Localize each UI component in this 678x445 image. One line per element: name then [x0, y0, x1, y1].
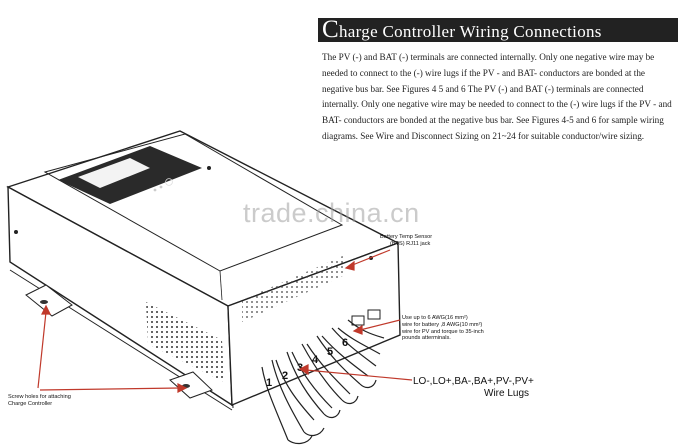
wire-note-line: pounds atterminals.: [402, 335, 451, 342]
wire-lugs-list: LO-,LO+,BA-,BA+,PV-,PV+: [413, 376, 534, 387]
heading-bar: [318, 18, 678, 42]
wire-note-line: wire for battery ,8 AWG(10 mm²): [402, 321, 483, 328]
mounting-bracket-right: [169, 371, 213, 399]
body-paragraph: The PV (-) and BAT (-) terminals are con…: [322, 52, 672, 141]
watermark: trade.china.cn: [243, 198, 420, 228]
wire-size-note: Use up to 6 AWG(16 mm²) wire for battery…: [402, 315, 484, 342]
screw-holes-note: Screw holes for attaching Charge Control…: [8, 394, 71, 408]
terminal-number-labels: 1 2 3 4 5 6: [266, 337, 348, 389]
terminal-number: 1: [266, 377, 272, 389]
page-title: Charge Controller Wiring Connections: [322, 17, 602, 42]
button-icon: [165, 178, 173, 186]
callout-arrows: [37, 249, 413, 393]
arrow-icon: [37, 311, 47, 389]
wire-cables: [261, 319, 385, 445]
bts-jack-label: (BTS) RJ11 jack: [390, 241, 431, 247]
screw-note-line: Charge Controller: [8, 400, 53, 407]
arrow-icon: [305, 369, 413, 381]
terminal-number: 6: [342, 337, 348, 349]
section-heading: Charge Controller Wiring Connections: [318, 17, 678, 44]
wire-note-line: wire for PV and torque to 35-inch: [402, 328, 484, 335]
vent-grille: [146, 302, 224, 382]
terminal-number: 5: [327, 346, 333, 358]
bts-label: Battery Temp Sensor: [380, 234, 433, 240]
terminal-number: 4: [312, 354, 319, 366]
display-panel: [58, 146, 202, 204]
title-initial: C: [322, 16, 339, 43]
mounting-bracket-left: [25, 284, 73, 317]
arrow-icon: [359, 319, 401, 331]
title-text: harge Controller Wiring Connections: [338, 22, 602, 41]
arrow-icon: [39, 387, 181, 391]
arrow-icon: [349, 249, 391, 267]
rj11-jack-icon: [351, 309, 381, 326]
wire-note-line: Use up to 6 AWG(16 mm²): [402, 315, 468, 321]
terminal-number: 2: [282, 370, 288, 382]
wire-lugs-label: Wire Lugs: [484, 388, 530, 399]
screw-note-line: Screw holes for attaching: [8, 394, 71, 400]
terminal-number: 3: [297, 362, 303, 374]
vent-grille-right: [242, 255, 345, 322]
